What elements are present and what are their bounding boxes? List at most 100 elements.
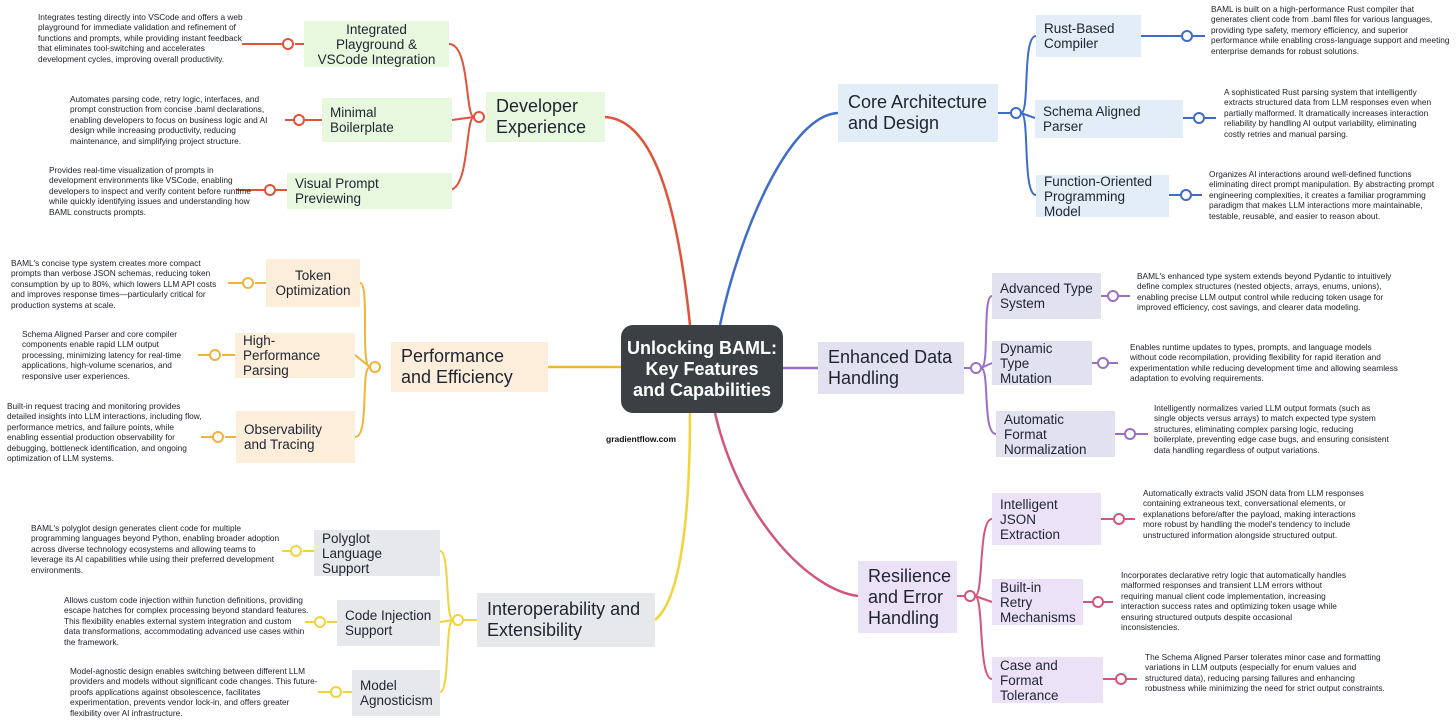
node-label: Dynamic Type Mutation — [1000, 340, 1053, 386]
junction-dot — [212, 431, 224, 443]
description-automatic-format-normalization: Intelligently normalizes varied LLM outp… — [1154, 403, 1389, 455]
description-visual-prompt-previewing: Provides real-time visualization of prom… — [49, 165, 252, 217]
junction-dot — [1124, 428, 1136, 440]
junction-dot — [1193, 112, 1205, 124]
description-model-agnosticism: Model-agnostic design enables switching … — [70, 666, 318, 718]
branch-title: Interoperability and Extensibility — [487, 599, 641, 640]
node-high-performance-parsing: High-Performance Parsing — [235, 333, 355, 378]
link-center-resilience — [713, 412, 859, 598]
description-polyglot-language-support: BAML's polyglot design generates client … — [31, 523, 280, 575]
node-function-oriented-programming: Function-Oriented Programming Model — [1036, 173, 1169, 219]
junction-dot — [314, 616, 326, 628]
description-code-injection-support: Allows custom code injection within func… — [64, 595, 309, 647]
node-label: Schema Aligned Parser — [1043, 104, 1141, 134]
node-advanced-type-system: Advanced Type System — [992, 273, 1101, 319]
node-rust-based-compiler: Rust-Based Compiler — [1036, 15, 1141, 57]
node-label: Observability and Tracing — [244, 422, 323, 452]
resilience-sub-links — [957, 513, 1137, 685]
branch-title: Resilience and Error Handling — [868, 565, 952, 628]
junction-dot — [242, 277, 254, 289]
node-polyglot-language-support: Polyglot Language Support — [314, 530, 440, 576]
branch-title: Performance and Efficiency — [401, 346, 513, 387]
branch-core-architecture: Core Architecture and Design — [838, 84, 998, 142]
description-integrated-playground: Integrates testing directly into VSCode … — [38, 12, 243, 64]
node-label: Minimal Boilerplate — [330, 105, 394, 135]
junction-dot — [1180, 189, 1192, 201]
node-label: Visual Prompt Previewing — [295, 176, 379, 206]
branch-enhanced-data-handling: Enhanced Data Handling — [818, 342, 964, 394]
core-architecture-sub-links — [998, 30, 1216, 201]
junction-dot — [473, 111, 485, 123]
link-center-developer-experience — [604, 115, 692, 326]
node-label: Code Injection Support — [345, 608, 432, 638]
branch-title: Enhanced Data Handling — [828, 347, 953, 388]
description-schema-aligned-parser: A sophisticated Rust parsing system that… — [1224, 87, 1432, 139]
node-label: Token Optimization — [275, 268, 351, 298]
junction-dot — [1107, 290, 1119, 302]
description-function-oriented-programming: Organizes AI interactions around well-de… — [1209, 169, 1435, 221]
node-label: Advanced Type System — [1000, 281, 1093, 311]
junction-dot — [970, 362, 982, 374]
description-advanced-type-system: BAML's enhanced type system extends beyo… — [1137, 271, 1392, 313]
node-label: Case and Format Tolerance — [1000, 657, 1059, 703]
node-dynamic-type-mutation: Dynamic Type Mutation — [992, 340, 1092, 386]
junction-dot — [369, 361, 381, 373]
node-schema-aligned-parser: Schema Aligned Parser — [1035, 100, 1183, 138]
central-topic: Unlocking BAML: Key Features and Capabil… — [621, 325, 783, 413]
node-label: Intelligent JSON Extraction — [1000, 496, 1061, 542]
node-label: Rust-Based Compiler — [1044, 21, 1115, 51]
junction-dot — [1010, 107, 1022, 119]
description-case-format-tolerance: The Schema Aligned Parser tolerates mino… — [1145, 652, 1385, 694]
node-code-injection-support: Code Injection Support — [337, 600, 440, 646]
central-topic-title: Unlocking BAML: Key Features and Capabil… — [627, 337, 777, 400]
node-label: Integrated Playground & VSCode Integrati… — [317, 21, 436, 67]
link-center-interoperability — [654, 412, 692, 621]
description-built-in-retry-mechanisms: Incorporates declarative retry logic tha… — [1121, 570, 1347, 633]
junction-dot — [264, 184, 276, 196]
junction-dot — [964, 590, 976, 602]
node-intelligent-json-extraction: Intelligent JSON Extraction — [992, 493, 1101, 545]
node-integrated-playground: Integrated Playground & VSCode Integrati… — [304, 21, 449, 67]
junction-dot — [452, 614, 464, 626]
node-minimal-boilerplate: Minimal Boilerplate — [322, 98, 452, 142]
node-label: High-Performance Parsing — [243, 333, 321, 378]
description-rust-based-compiler: BAML is built on a high-performance Rust… — [1211, 4, 1450, 56]
junction-dot — [282, 38, 294, 50]
branch-title: Core Architecture and Design — [848, 92, 988, 133]
node-case-format-tolerance: Case and Format Tolerance — [992, 657, 1103, 703]
node-label: Polyglot Language Support — [322, 530, 383, 576]
watermark: gradientflow.com — [606, 434, 677, 444]
junction-dot — [209, 349, 221, 361]
branch-developer-experience: Developer Experience — [486, 92, 605, 142]
description-intelligent-json-extraction: Automatically extracts valid JSON data f… — [1143, 488, 1364, 540]
junction-dot — [330, 686, 342, 698]
branch-title: Developer Experience — [496, 96, 587, 137]
description-high-performance-parsing: Schema Aligned Parser and core compiler … — [22, 329, 182, 381]
node-model-agnosticism: Model Agnosticism — [352, 670, 440, 716]
node-observability-tracing: Observability and Tracing — [236, 411, 355, 463]
junction-dot — [1097, 357, 1109, 369]
junction-dot — [290, 545, 302, 557]
branch-performance-efficiency: Performance and Efficiency — [391, 342, 548, 392]
enhanced-data-sub-links — [964, 290, 1148, 440]
interoperability-sub-links — [282, 545, 477, 698]
node-automatic-format-normalization: Automatic Format Normalization — [996, 411, 1115, 457]
junction-dot — [1092, 596, 1104, 608]
link-center-core-architecture — [718, 111, 839, 326]
node-label: Model Agnosticism — [360, 678, 433, 708]
branch-resilience-error-handling: Resilience and Error Handling — [858, 561, 957, 633]
description-dynamic-type-mutation: Enables runtime updates to types, prompt… — [1130, 342, 1398, 384]
node-token-optimization: Token Optimization — [266, 259, 360, 307]
performance-sub-links — [198, 277, 381, 443]
junction-dot — [1115, 673, 1127, 685]
description-token-optimization: BAML's concise type system creates more … — [11, 258, 217, 310]
description-minimal-boilerplate: Automates parsing code, retry logic, int… — [70, 94, 268, 146]
node-label: Automatic Format Normalization — [1004, 411, 1087, 457]
junction-dot — [1181, 30, 1193, 42]
node-label: Function-Oriented Programming Model — [1044, 173, 1153, 219]
junction-dot — [293, 114, 305, 126]
node-visual-prompt-previewing: Visual Prompt Previewing — [287, 173, 452, 209]
junction-dot — [1113, 513, 1125, 525]
